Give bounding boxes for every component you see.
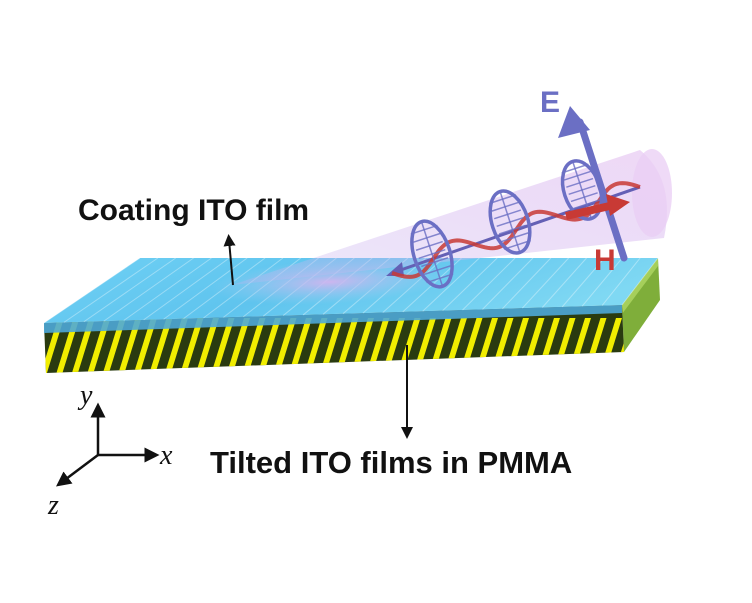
grating-line xyxy=(43,257,141,324)
ito-stripe xyxy=(272,318,297,373)
ito-stripe xyxy=(102,318,126,373)
ito-stripe xyxy=(226,318,250,373)
e-vector: E xyxy=(540,86,628,262)
ito-stripe xyxy=(210,318,235,373)
ito-stripe xyxy=(288,318,312,373)
film-stack xyxy=(43,257,660,373)
beam-end xyxy=(632,149,672,237)
h-vector: H xyxy=(565,194,630,277)
ito-stripe xyxy=(86,318,111,373)
grating-line xyxy=(123,257,212,321)
ito-stripe xyxy=(319,318,343,373)
grating-line xyxy=(621,257,659,306)
arrow-up-icon xyxy=(558,106,590,138)
grating-line xyxy=(442,257,498,311)
ito-stripe xyxy=(303,318,328,373)
grating-line xyxy=(143,257,230,321)
grating-line xyxy=(422,257,480,312)
grating-line xyxy=(83,257,177,323)
e-field-label: E xyxy=(540,86,560,119)
light-beam xyxy=(232,149,672,289)
y-axis-label: y xyxy=(77,380,93,411)
grating-line xyxy=(561,257,605,308)
grating-line xyxy=(482,257,534,310)
side-face-edge xyxy=(622,258,658,314)
ito-stripe xyxy=(241,318,266,373)
x-axis-label: x xyxy=(159,440,173,471)
ito-stripe xyxy=(179,318,204,373)
h-vector-shaft xyxy=(565,201,615,220)
e-vector-shaft xyxy=(576,118,628,262)
ito-stripe xyxy=(148,318,173,373)
z-axis-label: z xyxy=(47,490,59,521)
ito-stripe xyxy=(133,318,157,373)
z-axis xyxy=(56,454,99,487)
grating-line xyxy=(502,257,552,310)
grating-line xyxy=(103,257,194,322)
side-face xyxy=(622,258,660,352)
ito-stripe xyxy=(55,318,80,373)
grating-line xyxy=(163,257,248,320)
grating-line xyxy=(63,257,159,323)
ito-stripe xyxy=(334,318,359,373)
arrow-right-icon xyxy=(606,194,630,216)
beam-cone xyxy=(232,150,667,285)
grating-line xyxy=(581,257,623,307)
ito-stripe xyxy=(257,318,281,373)
ito-stripe xyxy=(350,318,374,373)
ito-stripe xyxy=(195,318,219,373)
ito-stripe xyxy=(117,318,142,373)
ito-stripe xyxy=(71,318,95,373)
e-wave-loop xyxy=(488,189,532,255)
grating-line xyxy=(521,257,570,309)
ito-stripe xyxy=(164,318,188,373)
beam-spot xyxy=(210,259,450,305)
tilted-label: Tilted ITO films in PMMA xyxy=(210,445,572,480)
e-wave-loop xyxy=(410,219,454,289)
grating-line xyxy=(541,257,587,308)
h-field-label: H xyxy=(594,244,616,277)
coating-pointer xyxy=(223,234,236,286)
propagation-arrow-head xyxy=(386,262,404,276)
coating-label: Coating ITO film xyxy=(78,194,309,227)
grating-line xyxy=(462,257,516,311)
coordinate-axes: x y z xyxy=(47,380,173,521)
front-face-coating xyxy=(44,305,622,333)
grating-line xyxy=(601,257,641,306)
